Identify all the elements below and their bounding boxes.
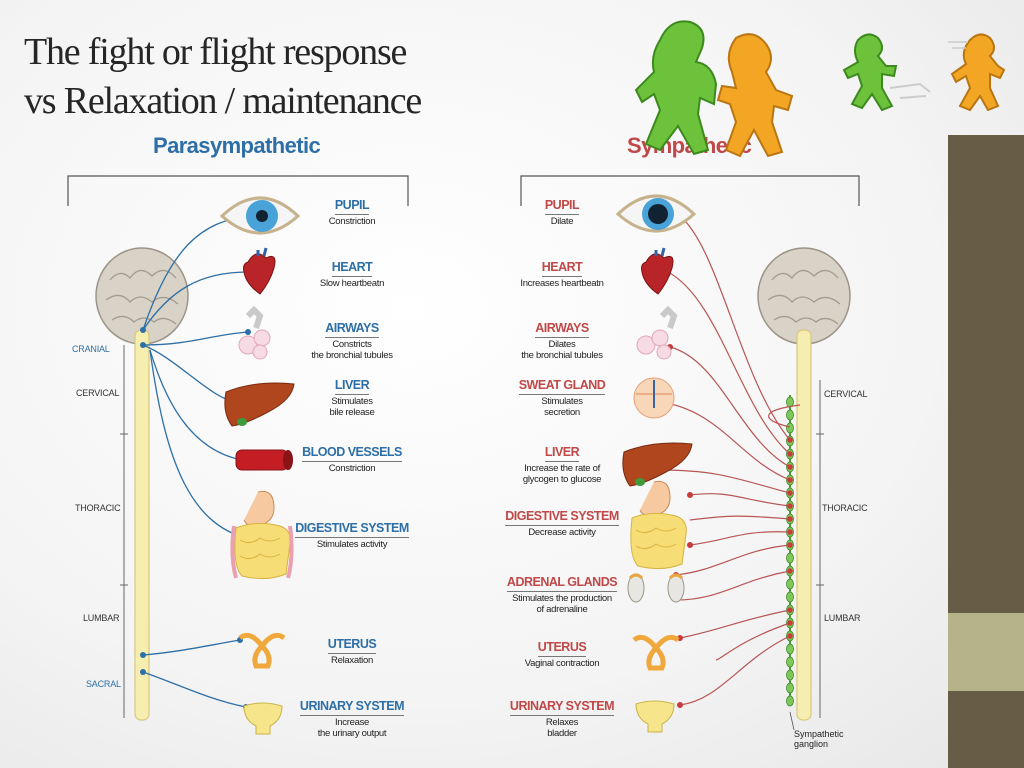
para-heart-name: HEART [331, 260, 373, 277]
para-region-lumbar: LUMBAR [83, 613, 120, 623]
sympathetic-ganglion-label: Sympathetic ganglion [794, 729, 844, 749]
para-blood-vessels-desc: Constriction [328, 463, 376, 474]
symp-adrenal-desc: Stimulates the production of adrenaline [512, 593, 612, 615]
symp-adrenal-name: ADRENAL GLANDS [506, 575, 618, 592]
symp-region-thoracic: THORACIC [822, 503, 868, 513]
symp-heart-icon [641, 247, 674, 295]
symp-bladder-icon [635, 700, 675, 733]
para-uterus-desc: Relaxation [331, 655, 373, 666]
symp-spinal-cord [796, 329, 812, 721]
sidebar-decor-middle [948, 613, 1024, 691]
symp-label-urinary: URINARY SYSTEM Relaxes bladder [492, 697, 632, 739]
para-digestive-name: DIGESTIVE SYSTEM [295, 521, 409, 538]
para-lungs-icon [238, 305, 271, 360]
symp-label-adrenal: ADRENAL GLANDS Stimulates the production… [492, 573, 632, 615]
para-label-airways: AIRWAYS Constricts the bronchial tubules [282, 319, 422, 361]
symp-heart-desc: Increases heartbeatn [520, 278, 604, 289]
symp-airways-name: AIRWAYS [535, 321, 589, 338]
sympathetic-ganglion-chain [786, 395, 795, 731]
para-label-heart: HEART Slow heartbeatn [282, 258, 422, 290]
symp-eye-icon [615, 194, 697, 233]
para-bladder-icon [243, 702, 283, 735]
para-pupil-name: PUPIL [334, 198, 370, 215]
para-label-urinary: URINARY SYSTEM Increase the urinary outp… [282, 697, 422, 739]
parasympathetic-heading: Parasympathetic [153, 133, 321, 158]
symp-adrenal-gland-icon [627, 573, 685, 603]
para-airways-name: AIRWAYS [325, 321, 379, 338]
symp-label-heart: HEART Increases heartbeatn [492, 258, 632, 290]
symp-liver-name: LIVER [544, 445, 580, 462]
symp-liver-icon [622, 442, 693, 487]
symp-sweat-gland-icon [633, 377, 675, 419]
para-eye-icon [219, 196, 301, 235]
symp-urinary-desc: Relaxes bladder [545, 717, 579, 739]
para-liver-icon [224, 382, 295, 427]
symp-uterus-name: UTERUS [537, 640, 587, 657]
symp-pupil-name: PUPIL [544, 198, 580, 215]
page-title: The fight or flight response vs Relaxati… [24, 28, 422, 126]
para-label-blood-vessels: BLOOD VESSELS Constriction [282, 443, 422, 475]
symp-urinary-name: URINARY SYSTEM [509, 699, 615, 716]
symp-liver-desc: Increase the rate of glycogen to glucose [522, 463, 602, 485]
para-heart-icon [243, 247, 276, 295]
symp-label-pupil: PUPIL Dilate [492, 196, 632, 228]
symp-bracket [520, 175, 860, 206]
symp-pupil-desc: Dilate [550, 216, 574, 227]
para-stomach-intestine-icon [230, 490, 294, 580]
symp-airways-desc: Dilates the bronchial tubules [521, 339, 603, 361]
symp-stomach-intestine-icon [630, 480, 687, 570]
para-liver-desc: Stimulates bile release [329, 396, 375, 418]
symp-label-sweat-gland: SWEAT GLAND Stimulates secretion [492, 376, 632, 418]
para-urinary-desc: Increase the urinary output [317, 717, 387, 739]
sidebar-decor-top [948, 135, 1024, 613]
fighting-figures-icon [634, 20, 794, 158]
symp-sweat-gland-desc: Stimulates secretion [541, 396, 583, 418]
para-pupil-desc: Constriction [328, 216, 376, 227]
symp-region-lumbar: LUMBAR [824, 613, 861, 623]
para-bracket [67, 175, 409, 206]
symp-label-digestive: DIGESTIVE SYSTEM Decrease activity [492, 507, 632, 539]
para-label-digestive: DIGESTIVE SYSTEM Stimulates activity [282, 519, 422, 551]
para-blood-vessels-name: BLOOD VESSELS [302, 445, 402, 462]
para-label-pupil: PUPIL Constriction [282, 196, 422, 228]
para-digestive-desc: Stimulates activity [316, 539, 388, 550]
para-region-cranial: CRANIAL [72, 344, 110, 354]
para-uterus-name: UTERUS [327, 637, 377, 654]
para-liver-name: LIVER [334, 378, 370, 395]
symp-uterus-desc: Vaginal contraction [524, 658, 600, 669]
para-region-sacral: SACRAL [86, 679, 121, 689]
symp-label-liver: LIVER Increase the rate of glycogen to g… [492, 443, 632, 485]
para-label-liver: LIVER Stimulates bile release [282, 376, 422, 418]
symp-nerves [659, 215, 801, 706]
title-line-1: The fight or flight response [24, 31, 407, 73]
para-heart-desc: Slow heartbeatn [319, 278, 385, 289]
symp-heart-name: HEART [541, 260, 583, 277]
para-region-thoracic: THORACIC [75, 503, 121, 513]
symp-digestive-desc: Decrease activity [528, 527, 596, 538]
symp-region-cervical: CERVICAL [824, 389, 868, 399]
sidebar-decor-bottom [948, 691, 1024, 768]
running-figures-icon [842, 33, 1006, 112]
symp-sweat-gland-name: SWEAT GLAND [518, 378, 606, 395]
symp-uterus-icon [632, 634, 680, 671]
symp-nerve-dots [657, 269, 793, 708]
symp-digestive-name: DIGESTIVE SYSTEM [505, 509, 619, 526]
para-label-uterus: UTERUS Relaxation [282, 635, 422, 667]
symp-label-uterus: UTERUS Vaginal contraction [492, 638, 632, 670]
para-uterus-icon [238, 632, 286, 669]
para-airways-desc: Constricts the bronchial tubules [311, 339, 393, 361]
title-line-2: vs Relaxation / maintenance [24, 80, 422, 122]
para-region-cervical: CERVICAL [76, 388, 120, 398]
para-urinary-name: URINARY SYSTEM [299, 699, 405, 716]
symp-label-airways: AIRWAYS Dilates the bronchial tubules [492, 319, 632, 361]
para-blood-vessel-icon [235, 449, 293, 471]
para-spinal-cord [134, 329, 150, 721]
symp-lungs-icon [636, 305, 678, 360]
